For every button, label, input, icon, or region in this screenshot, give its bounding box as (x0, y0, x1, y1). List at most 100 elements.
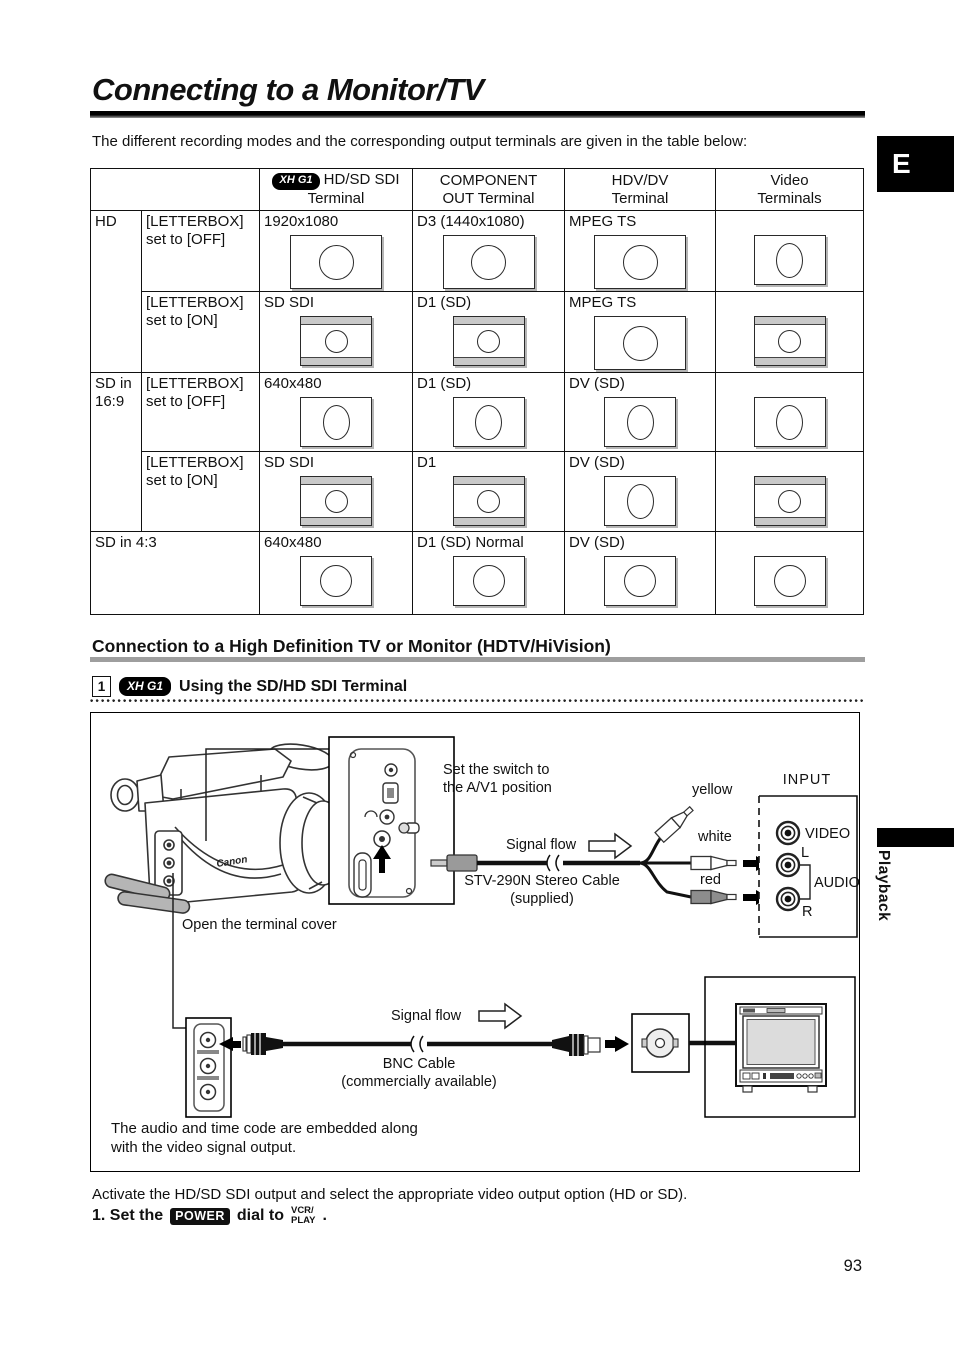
cell-label: SD SDI (264, 454, 315, 471)
camera-handle (150, 748, 292, 800)
header-hdv: HDV/DV Terminal (564, 168, 716, 211)
audio-group-label: AUDIO (814, 875, 860, 891)
aspect-16x9-circle-icon (290, 235, 382, 289)
header-component: COMPONENT OUT Terminal (412, 168, 565, 211)
aspect-letterbox-icon (753, 316, 826, 366)
group-line2: 16:9 (95, 393, 125, 410)
bnc-jack-icon (197, 1031, 219, 1054)
cell-hd-on-hdv: MPEG TS (564, 291, 716, 373)
cell-sd169-on-hdv: DV (SD) (564, 451, 716, 532)
cell-sd43-video (715, 531, 864, 615)
bnc-cable-label: BNC Cable (commercially available) (318, 1055, 520, 1091)
cell-label: D1 (SD) Normal (417, 534, 524, 551)
title-rule (90, 111, 865, 118)
table-row: HD [LETTERBOX]set to [OFF] 1920x1080 D3 … (90, 210, 864, 373)
cell-label: DV (SD) (569, 454, 625, 471)
condition-on: [LETTERBOX]set to [ON] (141, 291, 260, 373)
aspect-4x3-circle-icon (300, 556, 372, 606)
switch-label-line2: the A/V1 position (443, 780, 552, 797)
video-jack-label: VIDEO (805, 826, 851, 842)
camera-brand-label: Canon (216, 854, 248, 870)
condition-off: [LETTERBOX]set to [OFF] (141, 372, 260, 452)
connect-arrow-icon (219, 1037, 241, 1051)
aspect-letterbox-icon (300, 316, 372, 366)
vcr-play-position-label: VCR/ PLAY (290, 1205, 316, 1227)
cell-sd43-sdi: 640x480 (259, 531, 413, 615)
group-line1: SD in (95, 375, 132, 392)
yellow-plug-label: yellow (692, 782, 733, 798)
cable-bundle (117, 891, 191, 914)
monitor-screen (746, 1019, 816, 1065)
aspect-16x9-circle-icon (442, 235, 535, 289)
left-jack-label: L (801, 845, 810, 861)
cell-sd43-component: D1 (SD) Normal (412, 531, 565, 615)
header-sdi-line1: HD/SD SDI (323, 171, 400, 189)
header-hdv-line2: Terminal (611, 189, 669, 207)
condition-line2: set to [OFF] (146, 231, 226, 248)
camcorder-illustration: Canon (104, 743, 347, 914)
cell-label: D1 (SD) (417, 294, 472, 311)
cell-label: 640x480 (264, 375, 322, 392)
terminal-panel-closeup (328, 736, 455, 905)
step-1-instruction: 1. Set the POWER dial to VCR/ PLAY . (92, 1205, 327, 1227)
side-tab-bar (877, 828, 954, 847)
bnc-socket-icon (641, 1028, 679, 1058)
xhg1-badge-icon: XH G1 (119, 677, 172, 696)
connection-diagram-art: Canon (104, 736, 858, 1118)
aspect-letterbox-icon (300, 476, 372, 526)
bnc-connection (185, 976, 856, 1118)
condition-off: [LETTERBOX]set to [OFF] (141, 210, 260, 292)
input-panel (758, 795, 858, 938)
signal-flow-label: Signal flow (506, 837, 577, 853)
cell-label: 640x480 (264, 534, 322, 551)
switch-position-label: Set the switch to the A/V1 position (443, 761, 552, 797)
step-number-box: 1 (92, 676, 111, 697)
cell-label: MPEG TS (569, 213, 637, 230)
right-jack-label: R (802, 904, 813, 920)
aspect-4x3-squeezed-icon (604, 476, 676, 526)
monitor-illustration (735, 1003, 827, 1093)
callout-line (172, 873, 186, 1029)
white-plug-label: white (698, 829, 732, 845)
header-sdi-line2: Terminal (307, 189, 365, 207)
cell-label: D1 (417, 454, 437, 471)
step-middle: dial to (236, 1207, 284, 1225)
cell-sd169-on-component: D1 (412, 451, 565, 532)
aspect-16x9-circle-icon (594, 316, 686, 370)
embedded-audio-note: The audio and time code are embedded alo… (111, 1120, 418, 1158)
group-hd: HD (90, 210, 142, 373)
group-sd43: SD in 4:3 (90, 531, 260, 615)
callout-line (205, 748, 329, 841)
condition-line2: set to [OFF] (146, 393, 226, 410)
header-component-line2: OUT Terminal (442, 189, 535, 207)
cell-sd169-off-video (715, 372, 864, 452)
header-hdv-line1: HDV/DV (611, 171, 669, 189)
aspect-4x3-squeezed-icon (604, 397, 676, 447)
header-blank (90, 168, 260, 211)
dial-line2: PLAY (290, 1215, 316, 1227)
dotted-rule (90, 699, 863, 703)
cell-label: MPEG TS (569, 294, 637, 311)
cell-hd-off-sdi: 1920x1080 (259, 210, 413, 292)
aspect-4x3-squeezed-icon (300, 397, 372, 447)
table-header-row: XH G1 HD/SD SDI Terminal COMPONENT OUT T… (90, 168, 864, 211)
bnc-plug-icon (552, 1034, 601, 1056)
bnc-cable-line2: (commercially available) (341, 1074, 497, 1091)
rca-jack-icon (775, 852, 801, 878)
xhg1-badge-icon: XH G1 (272, 173, 320, 190)
aspect-16x9-circle-icon (594, 235, 686, 289)
aspect-4x3-circle-icon (753, 556, 826, 606)
stereo-cable-line2: (supplied) (510, 891, 574, 908)
cell-label: SD SDI (264, 294, 315, 311)
condition-line2: set to [ON] (146, 472, 218, 489)
cell-sd169-off-hdv: DV (SD) (564, 372, 716, 452)
rca-jack-icon (775, 820, 801, 846)
cell-sd169-on-sdi: SD SDI (259, 451, 413, 532)
bnc-jack-icon (197, 1057, 219, 1080)
aspect-4x3-squeezed-icon (753, 397, 826, 447)
condition-on: [LETTERBOX]set to [ON] (141, 451, 260, 532)
section-heading: Connection to a High Definition TV or Mo… (92, 636, 611, 656)
aspect-4x3-circle-icon (604, 556, 676, 606)
aspect-4x3-squeezed-icon (753, 235, 826, 285)
